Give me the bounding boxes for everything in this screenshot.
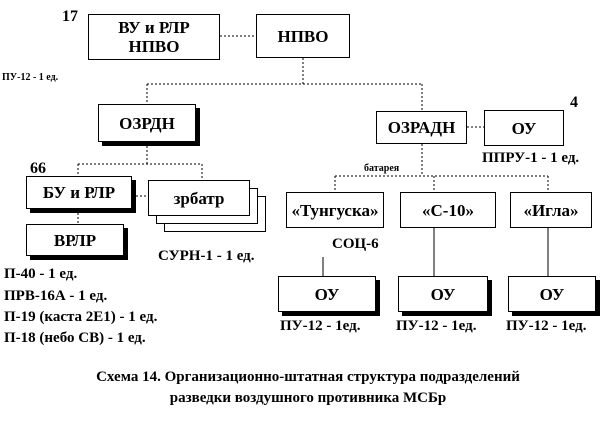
node-ozrdn: ОЗРДН bbox=[98, 104, 196, 142]
caption-line-2: разведки воздушного противника МСБр bbox=[169, 390, 447, 406]
node-vrlr: ВРЛР bbox=[26, 224, 124, 256]
label-p18: П-18 (небо СВ) - 1 ед. bbox=[4, 330, 146, 346]
label-17: 17 bbox=[62, 8, 78, 25]
label-4: 4 bbox=[570, 94, 578, 111]
label-pu12-2: ПУ-12 - 1ед. bbox=[396, 318, 477, 334]
node-ozradn: ОЗРАДН bbox=[376, 111, 467, 144]
node-bu-rlr: БУ и РЛР bbox=[26, 176, 132, 209]
label-surn: СУРН-1 - 1 ед. bbox=[158, 248, 255, 264]
node-npvo: НПВО bbox=[256, 14, 350, 58]
label-pu12-3: ПУ-12 - 1ед. bbox=[506, 318, 587, 334]
label-66: 66 bbox=[30, 160, 46, 177]
label-batareya: батарея bbox=[364, 163, 400, 174]
node-s10: «С-10» bbox=[400, 192, 496, 228]
label-p19: П-19 (каста 2Е1) - 1 ед. bbox=[4, 309, 158, 325]
node-ou-top: ОУ bbox=[484, 110, 564, 146]
node-zrbatr: зрбатр bbox=[148, 180, 250, 216]
node-ou-1: ОУ bbox=[278, 276, 376, 312]
label-pu12-top: ПУ-12 - 1 ед. bbox=[2, 72, 59, 83]
label-pu12-1: ПУ-12 - 1ед. bbox=[280, 318, 361, 334]
node-tunguska: «Тунгуска» bbox=[286, 192, 384, 228]
node-ou-2: ОУ bbox=[398, 276, 488, 312]
node-vu-rlr-npvo: ВУ и РЛР НПВО bbox=[88, 14, 220, 60]
node-igla: «Игла» bbox=[510, 192, 592, 228]
label-soc6: СОЦ-6 bbox=[332, 236, 379, 252]
node-ou-3: ОУ bbox=[508, 276, 596, 312]
label-ppru: ППРУ-1 - 1 ед. bbox=[482, 150, 580, 166]
label-prv16a: ПРВ-16А - 1 ед. bbox=[4, 288, 108, 304]
label-p40: П-40 - 1 ед. bbox=[4, 266, 78, 282]
caption-line-1: Схема 14. Организационно-штатная структу… bbox=[96, 369, 520, 385]
